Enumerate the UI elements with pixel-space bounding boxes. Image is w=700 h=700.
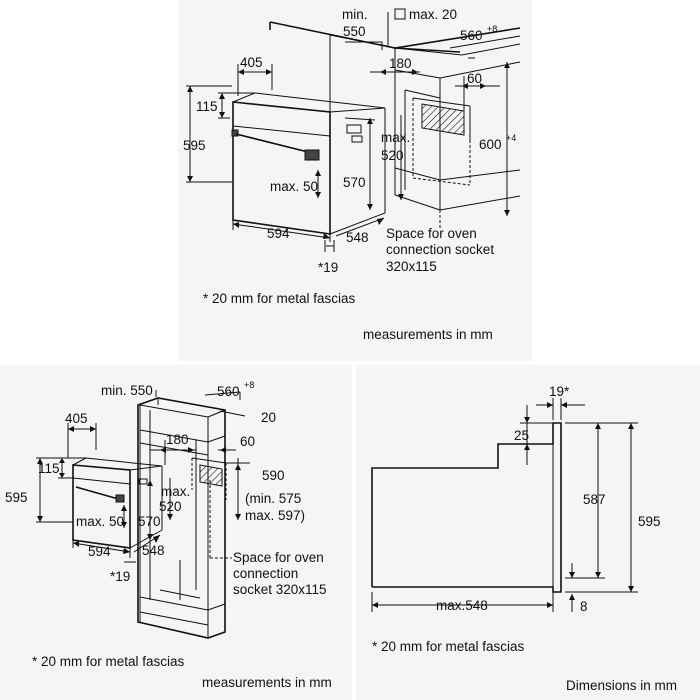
top-socket-recess	[412, 97, 471, 230]
top-oven	[231, 92, 386, 242]
left-socket-recess	[191, 457, 232, 559]
left-depth-tol: +8	[244, 380, 254, 390]
panel-left-background	[0, 365, 352, 700]
top-d548: 548	[346, 230, 369, 245]
left-d590-min: (min. 575	[245, 491, 301, 506]
left-max520-a: max.	[161, 484, 190, 499]
top-d115: 115	[196, 99, 218, 114]
left-max50: max. 50	[76, 514, 124, 529]
left-d594: 594	[88, 544, 111, 559]
left-d590-max: max. 597)	[245, 508, 305, 523]
top-d570: 570	[343, 175, 366, 190]
top-min-value: 550	[343, 24, 366, 39]
left-d115: 115	[38, 461, 60, 476]
left-cabinet	[137, 397, 226, 639]
top-depth: 560	[460, 28, 483, 43]
top-min-label: min.	[342, 7, 368, 22]
left-d180: 180	[166, 432, 189, 447]
left-d590: 590	[262, 468, 285, 483]
left-diagram	[36, 390, 250, 639]
left-dimension-lines	[36, 390, 250, 563]
top-d600-tol: +4	[506, 133, 516, 143]
right-d25: 25	[514, 428, 529, 443]
left-max520-b: 520	[159, 499, 182, 514]
top-units: measurements in mm	[363, 327, 493, 342]
top-d600: 600	[479, 137, 502, 152]
right-d587: 587	[583, 492, 606, 507]
top-socket-3: 320x115	[386, 259, 437, 274]
left-star19: *19	[110, 569, 130, 584]
top-max520-b: 520	[381, 148, 404, 163]
left-depth: 560	[217, 384, 240, 399]
right-units: Dimensions in mm	[566, 678, 677, 693]
left-oven	[72, 457, 163, 558]
left-d60: 60	[240, 434, 255, 449]
top-d595: 595	[183, 138, 206, 153]
top-depth-tol: +8	[487, 24, 497, 34]
left-min550: min. 550	[101, 383, 153, 398]
left-d548: 548	[142, 543, 165, 558]
top-max520-a: max.	[381, 130, 410, 145]
top-star19: *19	[318, 260, 338, 275]
left-d20: 20	[261, 410, 276, 425]
left-d570: 570	[138, 514, 161, 529]
right-note: * 20 mm for metal fascias	[372, 639, 525, 654]
right-oven-profile	[371, 422, 562, 593]
top-max20: max. 20	[409, 7, 457, 22]
top-d405: 405	[240, 55, 263, 70]
top-diagram	[186, 8, 521, 252]
top-socket-2: connection socket	[386, 242, 494, 257]
top-max50: max. 50	[270, 179, 318, 194]
left-d405: 405	[65, 411, 88, 426]
top-d594: 594	[267, 226, 290, 241]
right-dimension-lines	[371, 398, 638, 612]
left-socket-1: Space for oven	[233, 550, 324, 565]
right-max548: max.548	[436, 598, 488, 613]
top-d180: 180	[389, 56, 412, 71]
left-note: * 20 mm for metal fascias	[32, 654, 185, 669]
left-d595: 595	[5, 490, 28, 505]
right-d8: 8	[580, 599, 588, 614]
left-socket-2: connection	[233, 566, 298, 581]
panel-top-background	[178, 0, 532, 361]
right-d595: 595	[638, 514, 661, 529]
top-max20-box	[394, 8, 406, 20]
top-note: * 20 mm for metal fascias	[203, 291, 356, 306]
left-socket-3: socket 320x115	[233, 582, 327, 597]
right-diagram	[371, 398, 638, 612]
top-dimension-lines	[186, 12, 521, 252]
top-socket-1: Space for oven	[386, 226, 477, 241]
right-d19: 19*	[549, 384, 570, 399]
left-units: measurements in mm	[202, 675, 332, 690]
top-d60: 60	[467, 71, 482, 86]
